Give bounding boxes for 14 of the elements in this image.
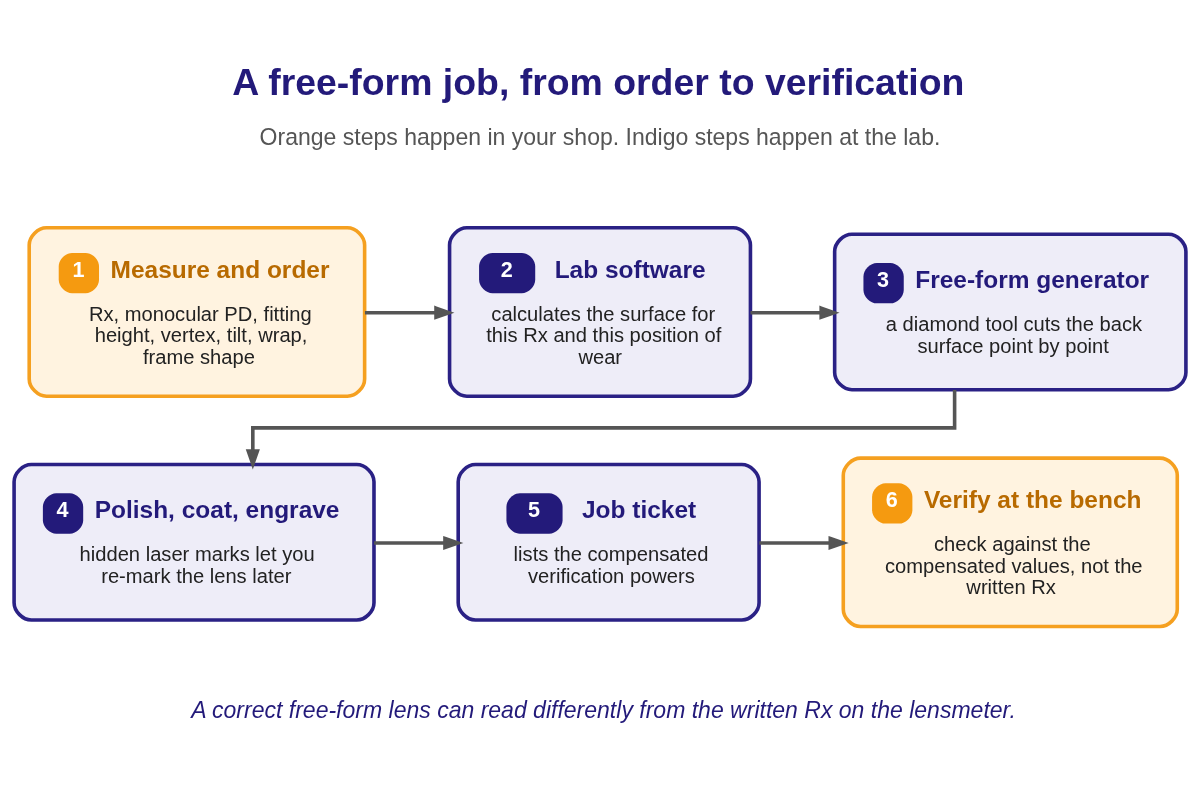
- node-box: 3 Free-form generator a diamond tool cuts the back surface point by point: [832, 231, 1188, 391]
- arrow: [759, 535, 849, 550]
- caption: A correct free-form lens can read differently from the written Rx on the lensmeter.: [191, 696, 1016, 723]
- node-box: 6 Verify at the bench check against the compensated values, not the written Rx: [841, 455, 1180, 628]
- diagram-title: A free-form job, from order to verification: [232, 60, 965, 103]
- arrow: [374, 535, 464, 550]
- arrow: [364, 305, 455, 320]
- label: Orange steps happen in your shop. Indigo steps happen at the lab.: [259, 123, 941, 150]
- node-box: 4 Polish, coat, engrave hidden laser marks let you re-mark the lens later: [12, 462, 376, 622]
- arrow: [245, 389, 957, 469]
- node-box: 5 Job ticket lists the compensated verification powers: [456, 462, 761, 622]
- node-box: 1 Measure and order Rx, monocular PD, fitting height, vertex, tilt, wrap, frame shape: [27, 225, 367, 398]
- node-box: 2 Lab software calculates the surface for this Rx and this position of wear: [447, 225, 753, 398]
- arrow: [750, 305, 840, 320]
